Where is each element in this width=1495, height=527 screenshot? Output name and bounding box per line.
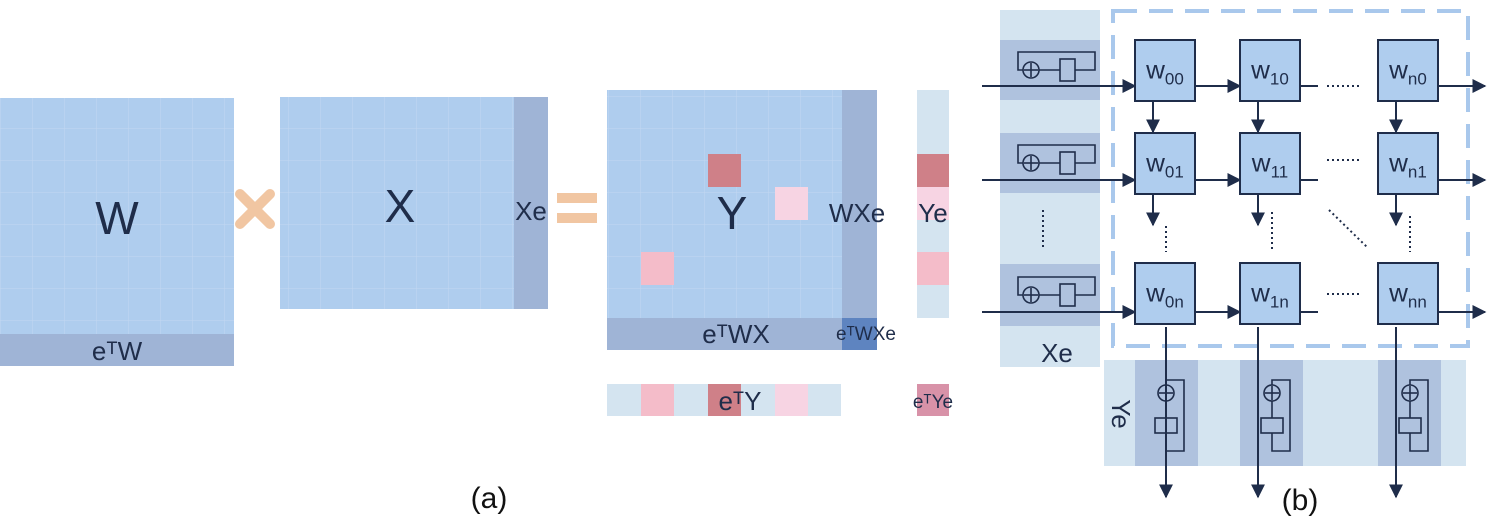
matrix-x-label: X [385,180,416,232]
column-vector-ye: Ye [917,90,949,318]
equals-icon [557,193,597,223]
input-accumulator-0 [1017,51,1096,82]
matrix-y-sum-column [842,90,877,350]
column-vector-label: Ye [918,198,947,228]
output-accumulator-0 [1154,379,1185,452]
pe-grid: w00 w10 wn0 w01 w11 wn1 w0n w1n wnn [1134,39,1439,325]
processing-element-nn: wnn [1377,262,1439,325]
systolic-array-boundary [1111,9,1470,348]
matrix-y-corner-cell [842,318,877,350]
processing-element-10: w10 [1239,39,1301,102]
panel-a: W eᵀW X Xe [0,90,953,515]
row-vector-label: eᵀY [718,386,761,416]
matrix-w: W eᵀW [0,98,234,366]
processing-element-label: wnn [1388,278,1427,312]
matrix-y-bottom-label: eᵀWX [702,319,770,349]
processing-element-label: w1n [1250,278,1289,312]
matrix-w-bottom-label: eᵀW [92,336,143,366]
processing-element-11: w11 [1239,132,1301,195]
processing-element-0n: w0n [1134,262,1196,325]
multiply-icon [235,189,275,229]
matrix-y-corner-label: eᵀWXe [836,324,896,345]
matrix-x-sum-column [514,97,548,309]
processing-element-01: w01 [1134,132,1196,195]
processing-element-n0: wn0 [1377,39,1439,102]
input-accumulator-1 [1017,144,1096,175]
ellipsis-dots [1042,85,1411,295]
row-data-paths [982,79,1487,319]
matrix-y: Y WXe eᵀWX eᵀWXe [607,90,896,350]
processing-element-n1: wn1 [1377,132,1439,195]
matrix-y-sum-row [607,318,877,350]
error-cell-pink [641,252,674,285]
output-accumulator-1 [1260,379,1291,452]
panel-a-caption: (a) [471,482,508,515]
input-accumulator-n [1017,276,1096,307]
matrix-x-side-label: Xe [515,196,547,226]
error-cell-light [775,187,808,220]
scalar-etye: eᵀYe [913,384,953,416]
matrix-w-sum-row [0,334,234,366]
matrix-y-side-label: WXe [829,198,885,228]
output-accumulator-n [1398,379,1429,452]
panel-b-caption: (b) [1282,484,1319,517]
input-column-label: Xe [1041,338,1073,368]
row-vector-ety: eᵀY [607,384,841,416]
panel-b: Xe Ye [982,9,1487,517]
scalar-label: eᵀYe [913,392,953,413]
matrix-w-label: W [95,192,139,244]
output-row-label: Ye [1106,399,1136,428]
matrix-x: X Xe [280,97,548,309]
error-cell-dark [708,154,741,187]
processing-element-1n: w1n [1239,262,1301,325]
matrix-y-label: Y [717,187,748,239]
processing-element-00: w00 [1134,39,1196,102]
